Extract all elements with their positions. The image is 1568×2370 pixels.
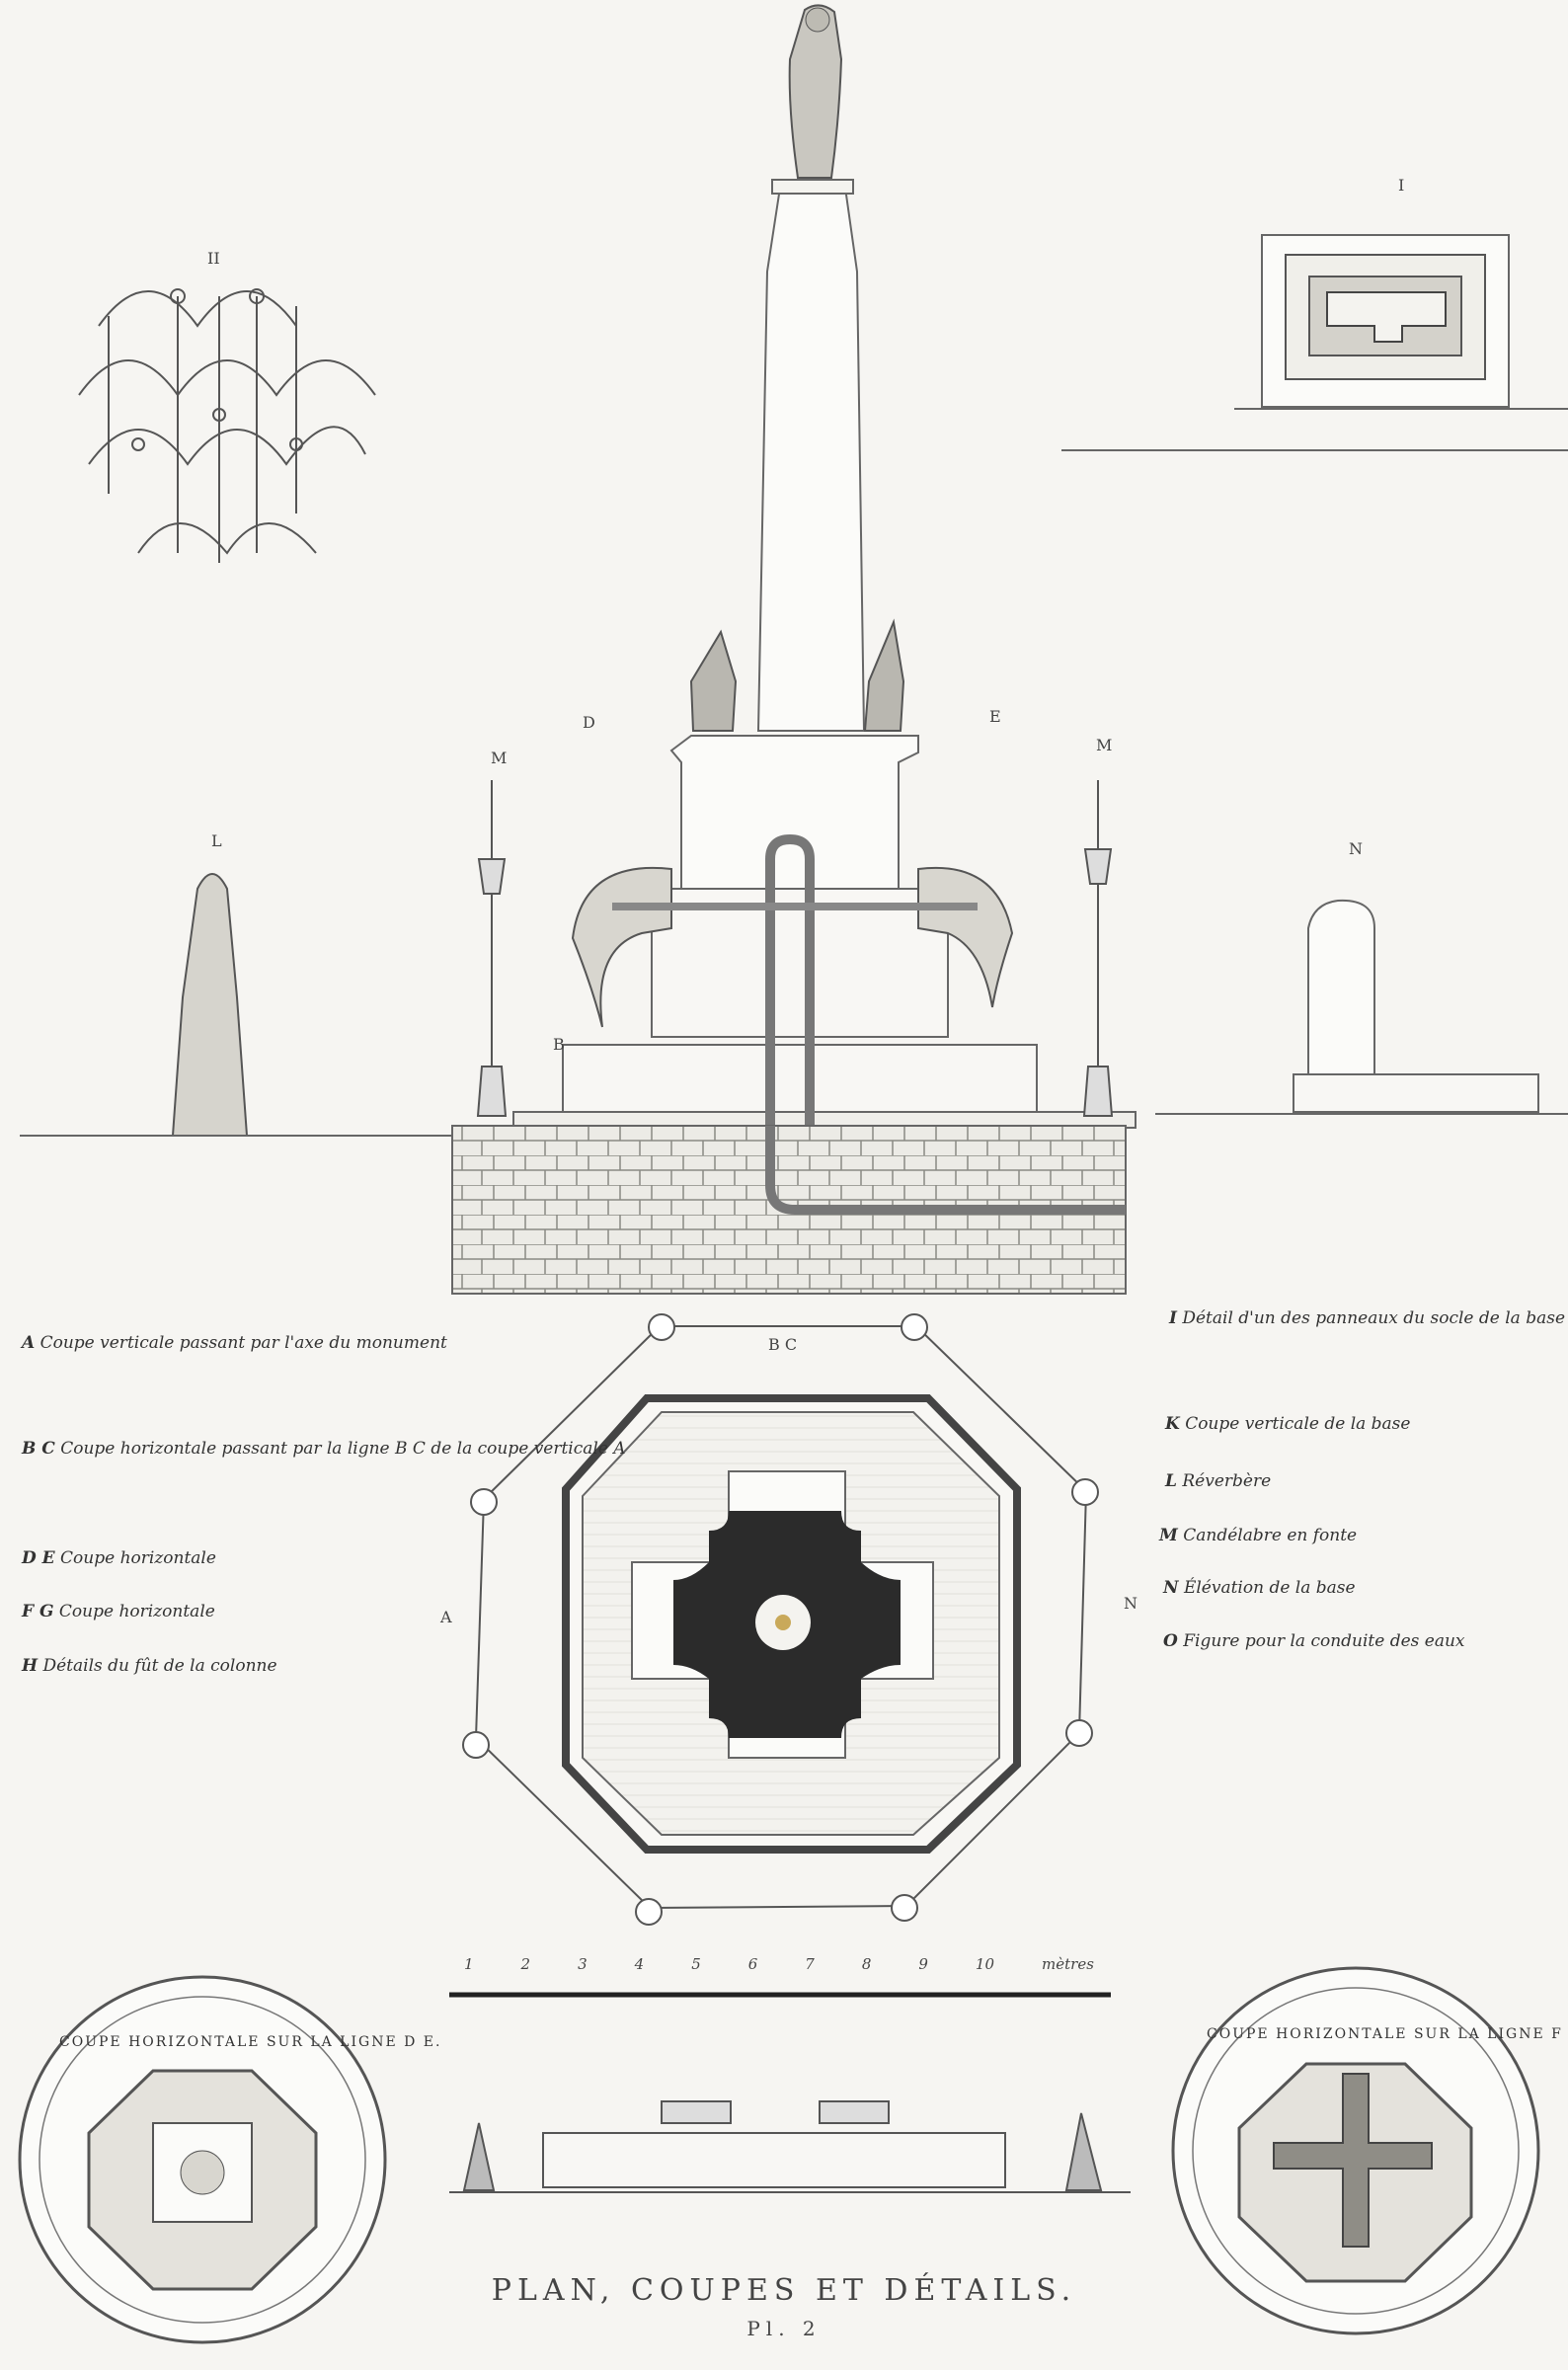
candelabra-right xyxy=(1082,780,1114,1117)
scale-tick: 1 xyxy=(464,1955,474,1973)
mark-m-left: M xyxy=(491,749,508,767)
scale-tick: 5 xyxy=(691,1955,701,1973)
base-frieze xyxy=(449,2100,1131,2193)
mark-m-right: M xyxy=(1096,736,1113,754)
mark-n: N xyxy=(1349,839,1363,858)
base-elevation xyxy=(1293,899,1539,1113)
legend-left-item: H Détails du fût de la colonne xyxy=(22,1656,277,1676)
mark-figure-i: I xyxy=(1398,176,1405,195)
legend-right-item: N Élévation de la base xyxy=(1163,1578,1356,1598)
legend-left-item: A Coupe verticale passant par l'axe du m… xyxy=(22,1333,447,1353)
mark-d: D xyxy=(583,713,595,732)
legend-right-item: L Réverbère xyxy=(1165,1471,1272,1491)
scale-tick: 10 xyxy=(975,1955,995,1973)
mark-n-plan: N xyxy=(1124,1594,1137,1613)
plan-view xyxy=(462,1313,1099,1926)
medallion-left xyxy=(18,1975,387,2344)
scale-tick: 6 xyxy=(747,1955,758,1973)
fut-detail-ornament xyxy=(78,288,376,563)
legend-right-item: M Candélabre en fonte xyxy=(1159,1526,1358,1545)
medallion-right-caption: COUPE HORIZONTALE SUR LA LIGNE F G. xyxy=(1207,2026,1568,2042)
reverbere xyxy=(171,873,249,1137)
column-elevation xyxy=(512,4,1137,1200)
mark-b: B xyxy=(553,1035,565,1054)
legend-right-item: I Détail d'un des panneaux du socle de l… xyxy=(1169,1308,1566,1328)
medallion-left-caption: COUPE HORIZONTALE SUR LA LIGNE D E. xyxy=(59,2034,442,2050)
mark-bc: B C xyxy=(768,1335,798,1354)
candelabra-left xyxy=(476,780,508,1117)
mark-figure-ii: II xyxy=(207,249,220,268)
legend-left-item: B C Coupe horizontale passant par la lig… xyxy=(22,1439,626,1459)
medallion-right xyxy=(1171,1966,1540,2335)
mark-l: L xyxy=(211,831,222,850)
scale-tick: 2 xyxy=(520,1955,531,1973)
legend-right-item: K Coupe verticale de la base xyxy=(1165,1414,1411,1434)
scale-tick: 7 xyxy=(805,1955,815,1973)
mark-e: E xyxy=(989,707,1001,726)
plate-number: Pl. 2 xyxy=(746,2317,822,2340)
panel-detail xyxy=(1061,234,1568,451)
scale-tick: 8 xyxy=(861,1955,872,1973)
mark-a: A xyxy=(440,1608,452,1626)
legend-left-item: F G Coupe horizontale xyxy=(22,1602,215,1621)
legend-right-item: O Figure pour la conduite des eaux xyxy=(1163,1631,1465,1651)
scale-tick: 4 xyxy=(634,1955,645,1973)
scale-tick: 3 xyxy=(578,1955,588,1973)
scale-tick: 9 xyxy=(918,1955,928,1973)
scale-unit: mètres xyxy=(1042,1955,1094,1973)
plate-title: PLAN, COUPES ET DÉTAILS. xyxy=(491,2273,1077,2308)
legend-left-item: D E Coupe horizontale xyxy=(22,1548,216,1568)
scale-ticks: 1 2 3 4 5 6 7 8 9 10 mètres xyxy=(464,1955,1155,1973)
